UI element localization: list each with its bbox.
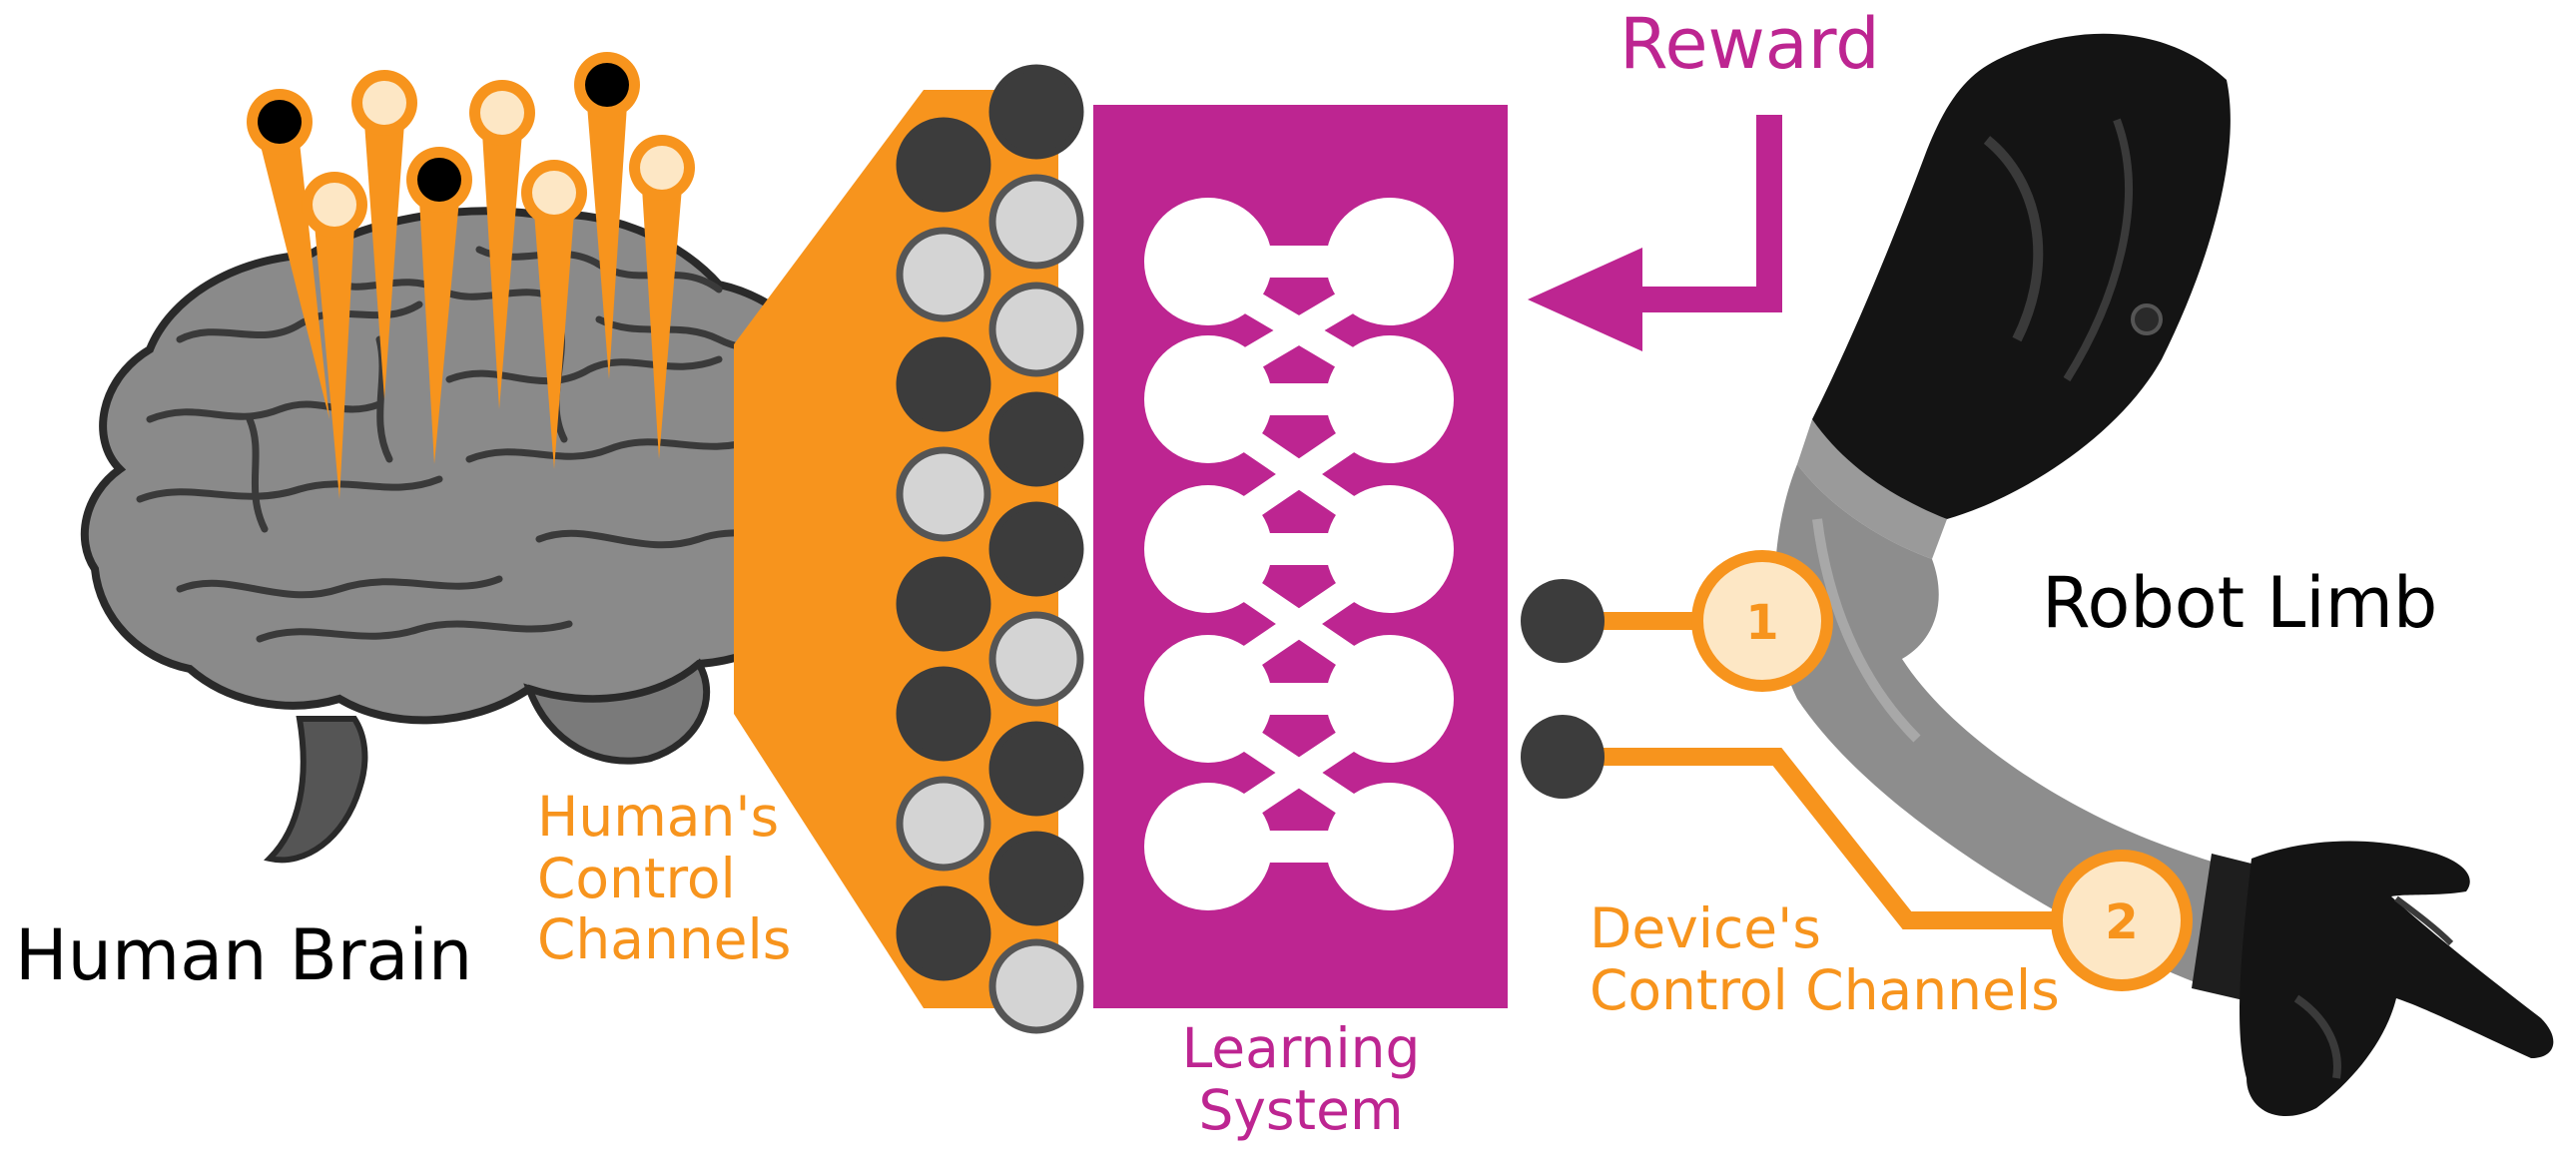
electrode-spike <box>587 105 627 379</box>
left-channel-node <box>896 336 991 432</box>
network-node <box>1326 485 1454 613</box>
device-output-node-1 <box>1521 579 1605 663</box>
left-channel-node <box>896 885 991 981</box>
electrode-7 <box>574 52 640 379</box>
electrode-head <box>362 81 406 125</box>
electrode-head <box>417 158 461 202</box>
electrode-1 <box>247 89 329 419</box>
learning-network <box>1144 198 1454 910</box>
electrode-spike <box>482 133 522 409</box>
right-channel-node <box>988 391 1084 487</box>
reward-label: Reward <box>1619 3 1880 85</box>
network-cross-link <box>1225 568 1373 680</box>
learning-system-line-2: System <box>1198 1077 1404 1142</box>
electrode-4 <box>406 147 472 464</box>
right-channel-node <box>988 501 1084 597</box>
humans-control-channels-label: Human's Control Channels <box>537 785 792 972</box>
humans-control-channels-line-1: Human's <box>537 785 780 849</box>
network-node <box>1326 635 1454 763</box>
electrode-array <box>247 52 695 499</box>
right-channel-node <box>988 831 1084 926</box>
badge-1: 1 <box>1691 550 1833 692</box>
right-channel-node <box>988 938 1084 1034</box>
channel-funnel <box>734 90 1058 1008</box>
right-channel-node <box>988 174 1084 270</box>
network-node <box>1144 198 1272 325</box>
network-node <box>1326 198 1454 325</box>
humans-control-channels-line-3: Channels <box>537 907 792 972</box>
device-output-node-2 <box>1521 715 1605 799</box>
electrode-head <box>532 171 576 215</box>
right-channel-node <box>988 611 1084 707</box>
left-channel-node <box>896 117 991 213</box>
electrode-spike <box>419 200 459 464</box>
left-channel-node <box>896 776 991 872</box>
brain-stem <box>264 716 368 864</box>
electrode-head <box>258 100 302 144</box>
human-control-channel-nodes <box>896 64 1084 1034</box>
electrode-spike <box>534 213 574 469</box>
electrode-spike <box>260 142 329 419</box>
electrode-head <box>313 183 356 227</box>
humans-control-channels-line-2: Control <box>537 846 736 910</box>
left-channel-node <box>896 446 991 542</box>
devices-control-channels-line-2: Control Channels <box>1590 957 2060 1022</box>
network-node <box>1144 335 1272 463</box>
devices-control-channels-label: Device's Control Channels <box>1590 896 2060 1022</box>
network-node <box>1144 485 1272 613</box>
right-channel-node <box>988 721 1084 817</box>
electrode-head <box>585 63 629 107</box>
electrode-spike <box>364 123 404 399</box>
electrode-head <box>480 91 524 135</box>
network-node <box>1144 635 1272 763</box>
right-channel-node <box>988 282 1084 377</box>
network-node <box>1144 783 1272 910</box>
electrode-5 <box>469 80 535 409</box>
electrode-2 <box>302 172 367 499</box>
electrode-head <box>640 146 684 190</box>
right-channel-node <box>988 64 1084 160</box>
learning-system-line-1: Learning <box>1181 1016 1421 1080</box>
badge-1-label: 1 <box>1745 595 1778 651</box>
badge-2: 2 <box>2051 850 2193 991</box>
electrode-spike <box>315 225 354 499</box>
human-brain-label: Human Brain <box>15 914 473 996</box>
electrode-3 <box>351 70 417 399</box>
cerebellum <box>523 658 711 765</box>
network-cross-link <box>1225 718 1373 828</box>
learning-system-label: Learning System <box>1166 1016 1436 1142</box>
electrode-8 <box>629 135 695 459</box>
robot-limb-label: Robot Limb <box>2042 562 2438 644</box>
electrode-6 <box>521 160 587 469</box>
left-channel-node <box>896 556 991 652</box>
network-node <box>1326 783 1454 910</box>
network-node <box>1326 335 1454 463</box>
devices-control-channels-line-1: Device's <box>1590 896 1821 960</box>
electrode-spike <box>642 188 682 459</box>
reward-arrow <box>1528 115 1782 351</box>
left-channel-node <box>896 227 991 322</box>
badge-2-label: 2 <box>2105 894 2138 950</box>
network-cross-link <box>1225 418 1373 530</box>
left-channel-node <box>896 666 991 762</box>
